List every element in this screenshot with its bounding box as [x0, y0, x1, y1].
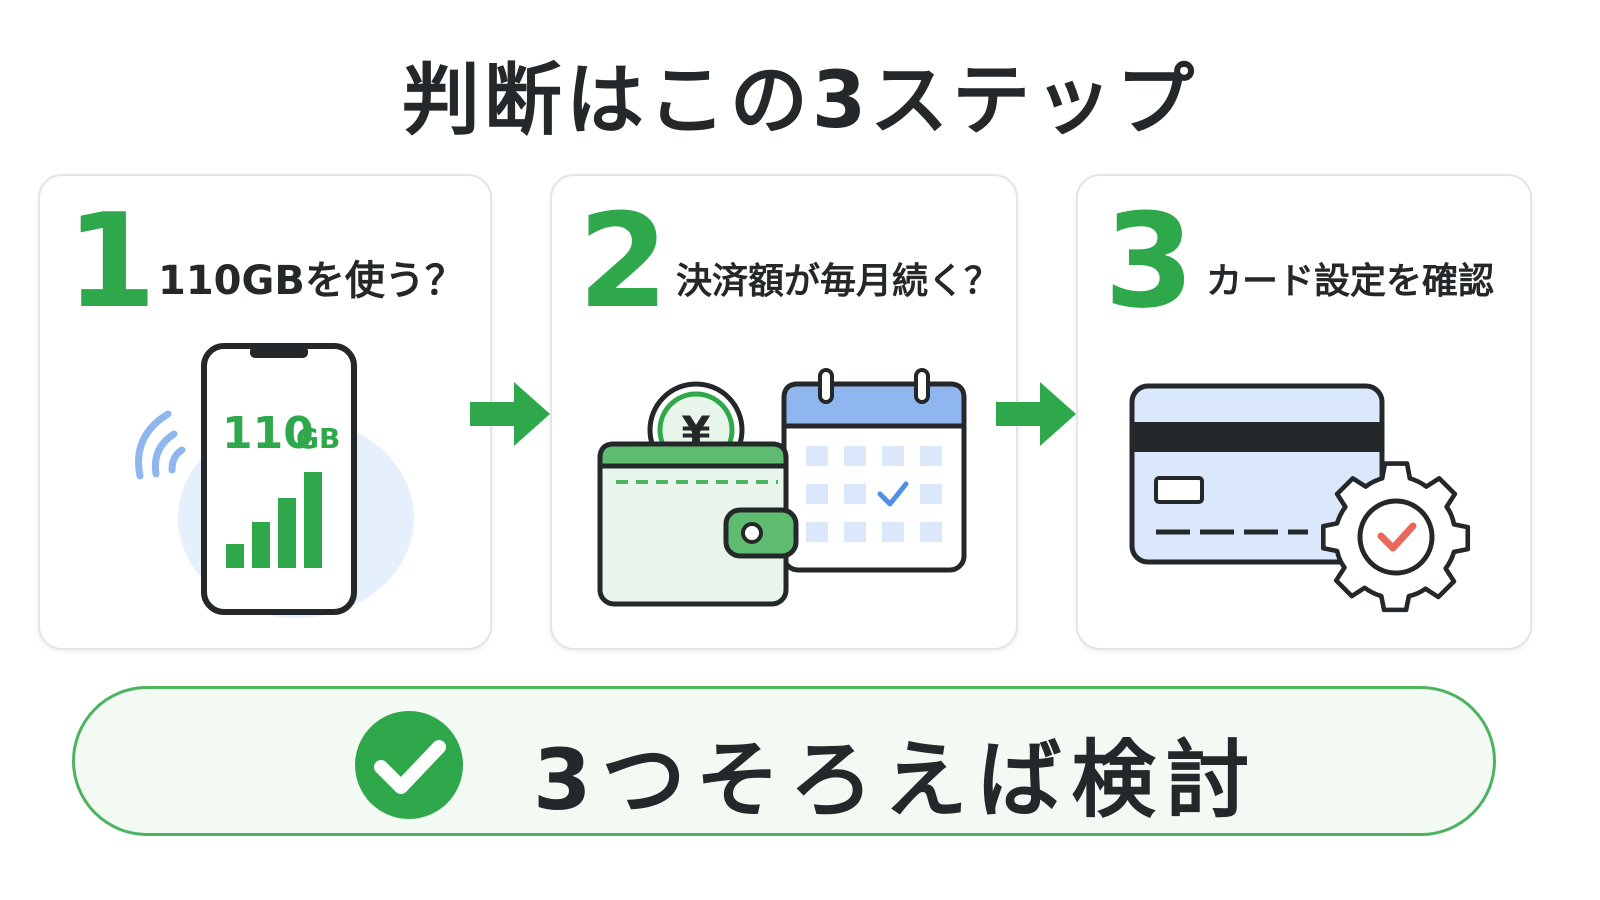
wallet-calendar-illustration: ¥ [597, 368, 967, 607]
arrow-right-icon [996, 382, 1076, 446]
credit-card-icon [1129, 383, 1471, 613]
arrow-right-icon [470, 382, 550, 446]
conclusion-text: 3つそろえば検討 [533, 731, 1260, 829]
check-circle-icon [355, 711, 463, 819]
step-card-3: 3 カード設定を確認 [1076, 174, 1532, 650]
page-title: 判断はこの3ステップ [401, 56, 1199, 146]
step-question-1: 110GBを使う？ [158, 258, 465, 304]
step-number-1: 1 [66, 185, 157, 337]
wallet-icon [597, 441, 799, 607]
step-number-3: 3 [1104, 185, 1195, 337]
smartphone-icon: 110 GB [135, 343, 414, 618]
signal-bars-icon [226, 472, 322, 568]
check-icon [1377, 522, 1417, 552]
calendar-icon [781, 368, 967, 573]
phone-data-unit: GB [296, 422, 340, 455]
step-card-2: 2 決済額が毎月続く？ ¥ [550, 174, 1018, 650]
wifi-icon [135, 410, 186, 480]
gear-icon [1321, 461, 1471, 613]
step-question-2: 決済額が毎月続く？ [676, 261, 1001, 302]
phone-data-value: 110 [222, 408, 314, 459]
conclusion-banner: 3つそろえば検討 [72, 686, 1496, 836]
step-number-2: 2 [578, 185, 669, 337]
step-card-1: 1 110GBを使う？ 110 GB [38, 174, 492, 650]
step-question-3: カード設定を確認 [1206, 261, 1495, 302]
